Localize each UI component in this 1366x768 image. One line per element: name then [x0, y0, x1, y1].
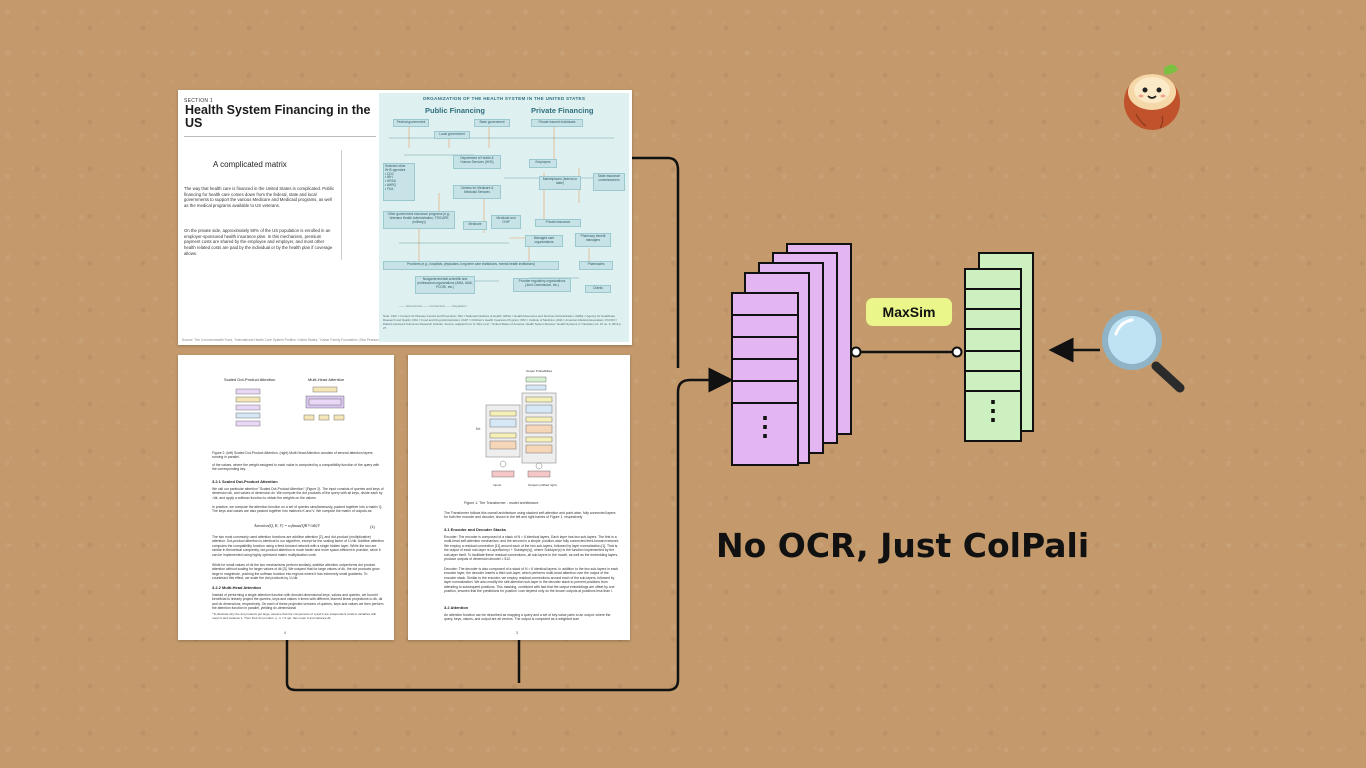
- transformer-paper-page: Output Probabilities N× Inputs Outputs (…: [408, 355, 630, 640]
- cell-divider: [966, 308, 1020, 310]
- org-box: Private insurance: [535, 219, 581, 227]
- section-heading: 3.2.2 Multi-Head Attention: [212, 585, 261, 590]
- private-financing-heading: Private Financing: [531, 106, 594, 115]
- org-chart-note: Note: CDC = Centers for Disease Control …: [383, 314, 622, 330]
- transformer-architecture-figure: [485, 376, 557, 478]
- figure-caption: Figure 2: (left) Scaled Dot-Product Atte…: [212, 451, 373, 460]
- coconut-mascot-icon: [1124, 64, 1180, 130]
- section-heading: 3.2.1 Scaled Dot-Product Attention: [212, 479, 278, 484]
- org-box: Clients: [585, 285, 611, 293]
- divider: [184, 136, 376, 137]
- org-box: Private insured individuals: [531, 119, 583, 127]
- cell-divider: [966, 288, 1020, 290]
- figure-label: Inputs: [493, 483, 502, 487]
- cell-divider: [966, 370, 1020, 372]
- org-box: Provider regulatory organizations (Joint…: [513, 278, 571, 292]
- org-box: State government: [474, 119, 510, 127]
- cell-divider: [966, 390, 1020, 392]
- body-paragraph: Instead of performing a single attention…: [212, 593, 384, 611]
- embedding-card-front: ⋮: [731, 292, 799, 466]
- org-box: Providers (e.g., hospitals, physicians, …: [383, 261, 559, 270]
- line-doc2-doc3: [285, 392, 680, 692]
- org-chart-legend: —— Hierarchical —— Contractual —— Regula…: [399, 304, 467, 308]
- body-paragraph: The Transformer follows this overall arc…: [444, 511, 616, 520]
- cell-divider: [733, 358, 797, 360]
- org-box: Department of Health & Human Services (H…: [453, 155, 501, 169]
- org-box: Pharmacy benefit managers: [575, 233, 611, 247]
- body-paragraph: An attention function can be described a…: [444, 613, 611, 622]
- line-to-stack: [676, 367, 734, 393]
- org-box: Medicaid and CHIP: [491, 215, 521, 229]
- maxsim-node-right: [951, 346, 963, 358]
- ellipsis-icon: ⋮: [752, 411, 778, 441]
- figure-label: Outputs (shifted right): [528, 483, 557, 487]
- org-box: Federal government: [393, 119, 429, 127]
- cell-divider: [733, 402, 797, 404]
- section-label: SECTION 1: [184, 98, 214, 104]
- section-heading: 3.2 Attention: [444, 605, 469, 610]
- page-number: 4: [284, 631, 286, 635]
- cell-divider: [733, 314, 797, 316]
- org-box: Managed care organizations: [525, 235, 563, 247]
- page-title: Health System Financing in the US: [185, 103, 371, 130]
- page-number: 3: [516, 631, 518, 635]
- org-box: Pharmacies: [579, 261, 613, 270]
- embedding-card-front: ⋮: [964, 268, 1022, 442]
- divider: [341, 150, 342, 260]
- org-chart-title: ORGANIZATION OF THE HEALTH SYSTEM IN THE…: [422, 96, 586, 101]
- org-box: Local government: [434, 131, 470, 139]
- figure-label: N×: [476, 427, 481, 431]
- body-paragraph: The way that health care is financed in …: [184, 186, 334, 209]
- org-box: Marketplaces (federal or state): [539, 176, 581, 190]
- magnifying-glass-icon: [1102, 310, 1185, 393]
- body-paragraph: In practice, we compute the attention fu…: [212, 505, 383, 514]
- cell-divider: [966, 350, 1020, 352]
- maxsim-node-left: [850, 346, 862, 358]
- org-box: Employers: [529, 159, 557, 168]
- maxsim-badge: MaxSim: [866, 298, 952, 326]
- org-box: Centers for Medicare & Medicaid Services: [453, 185, 501, 199]
- org-box: State insurance commissioners: [593, 173, 625, 191]
- org-box: Selected other HHS agencies • CDC • NIH …: [383, 163, 415, 201]
- org-box: Medicare: [463, 221, 487, 230]
- equation: Attention(Q, K, V) = softmax(QKᵀ/√dk)V: [254, 523, 320, 528]
- ellipsis-icon: ⋮: [980, 395, 1006, 425]
- cell-divider: [733, 336, 797, 338]
- figure-label: Scaled Dot-Product Attention: [224, 377, 276, 382]
- figure-label: Multi-Head Attention: [308, 377, 345, 382]
- section-heading: 3.1 Encoder and Decoder Stacks: [444, 527, 507, 532]
- cell-divider: [966, 328, 1020, 330]
- attention-paper-page: Scaled Dot-Product Attention Multi-Head …: [178, 355, 394, 640]
- body-paragraph: Decoder: The decoder is also composed of…: [444, 567, 619, 594]
- tagline: No OCR, Just ColPali: [716, 526, 1090, 565]
- org-box: Other government insurance programs (e.g…: [383, 211, 455, 229]
- body-paragraph: Encoder: The encoder is composed of a st…: [444, 535, 620, 562]
- health-financing-page: SECTION 1 Health System Financing in the…: [178, 90, 632, 345]
- page-subtitle: A complicated matrix: [213, 160, 287, 169]
- body-paragraph: We call our particular attention "Scaled…: [212, 487, 384, 500]
- line-doc1: [632, 156, 680, 368]
- org-box: Nongovernmental scientific and professio…: [415, 276, 475, 294]
- attention-figure: [235, 386, 345, 427]
- figure-caption: Figure 1: The Transformer - model archit…: [464, 501, 540, 505]
- body-paragraph: of the values, where the weight assigned…: [212, 463, 380, 472]
- org-chart: ORGANIZATION OF THE HEALTH SYSTEM IN THE…: [379, 93, 629, 342]
- body-paragraph: While for small values of dk the two mec…: [212, 563, 380, 581]
- public-financing-heading: Public Financing: [425, 106, 486, 115]
- source-note: Source: The Commonwealth Fund, "Internat…: [182, 338, 443, 342]
- equation-number: (1): [370, 524, 375, 529]
- body-paragraph: The two most commonly used attention fun…: [212, 535, 384, 557]
- figure-label: Output Probabilities: [526, 369, 553, 373]
- cell-divider: [733, 380, 797, 382]
- footnote: ⁴To illustrate why the dot products get …: [212, 612, 377, 620]
- body-paragraph: On the private side, approximately 50% o…: [184, 228, 333, 256]
